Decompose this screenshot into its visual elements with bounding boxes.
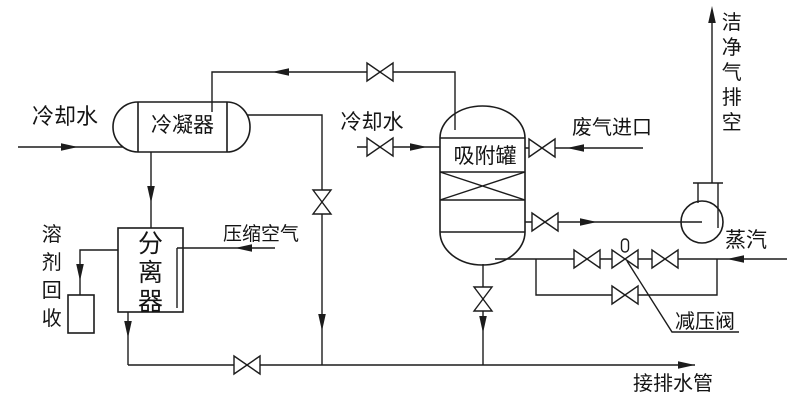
flow-arrow-down-icon [124, 321, 132, 338]
prv-stem-icon [620, 238, 630, 253]
flow-arrow-right-icon [678, 361, 695, 369]
fan-circle [680, 200, 724, 244]
fan-outlet-duct [693, 182, 723, 228]
steam-valve-left-icon [573, 248, 601, 270]
cooling-water-left-label: 冷却水 [31, 105, 98, 130]
prv-leader-line [626, 260, 739, 333]
tank-drain-valve-icon [472, 286, 494, 312]
condenser-vessel [112, 101, 251, 153]
flow-arrow-left-icon [272, 68, 289, 76]
flow-arrows [61, 6, 744, 369]
adsorption-tank-label: 吸附罐 [453, 144, 517, 168]
adsorption-tank-vessel [439, 105, 526, 266]
steam-bypass-line [535, 259, 718, 296]
steam-label: 蒸汽 [725, 228, 767, 252]
steam-valve-right-icon [651, 248, 679, 270]
cooling-water-middle-label: 冷却水 [340, 110, 404, 134]
cooling-water-valve-icon [366, 136, 394, 158]
flow-arrow-left-icon [235, 244, 252, 252]
valves [233, 61, 679, 376]
regeneration-vapor-line [211, 71, 456, 130]
solvent-recovery-label: 溶剂回收 [41, 222, 62, 330]
separator-to-recovery-line [79, 249, 118, 295]
pressure-reducing-valve-icon [611, 248, 639, 270]
waste-gas-valve-icon [528, 137, 556, 159]
pressure-reducing-valve-label: 减压阀 [675, 309, 735, 333]
flow-arrow-right-icon [580, 218, 597, 226]
condenser-tube-sheets [137, 102, 228, 152]
bypass-valve-icon [611, 284, 639, 306]
condensate-valve-icon [311, 189, 333, 215]
flow-arrow-left-icon [727, 255, 744, 263]
flow-arrow-down-icon [147, 186, 155, 203]
waste-gas-inlet-label: 废气进口 [572, 115, 652, 139]
flow-arrow-down-icon [76, 264, 84, 281]
clean-gas-vent-label: 洁净气排空 [721, 10, 742, 134]
fan-suction-valve-icon [531, 211, 559, 233]
flow-arrow-down-icon [318, 314, 326, 331]
tank-section-lines [440, 137, 525, 233]
compressed-air-label: 压缩空气 [222, 223, 299, 245]
condenser-label: 冷凝器 [151, 113, 214, 137]
equipment [67, 101, 724, 334]
separator-vessel [117, 227, 184, 313]
regeneration-line-valve-icon [366, 61, 394, 83]
flow-arrow-left-icon [567, 144, 584, 152]
tank-shell-walls [439, 138, 526, 232]
separator-label: 分离器 [137, 229, 163, 316]
drain-pipe-label: 接排水管 [633, 371, 713, 395]
condensate-line [247, 114, 323, 365]
tank-top-dome [439, 105, 526, 139]
solvent-recovery-box [67, 294, 95, 334]
tank-bottom-dome [439, 231, 526, 266]
flow-arrow-down-icon [479, 316, 487, 333]
tank-packing-cross [439, 171, 526, 201]
separator-shell [117, 227, 184, 313]
flow-arrow-up-icon [708, 6, 716, 23]
flow-arrow-right-icon [410, 143, 427, 151]
flow-arrow-right-icon [61, 143, 78, 151]
drain-line-valve-icon [233, 354, 261, 376]
